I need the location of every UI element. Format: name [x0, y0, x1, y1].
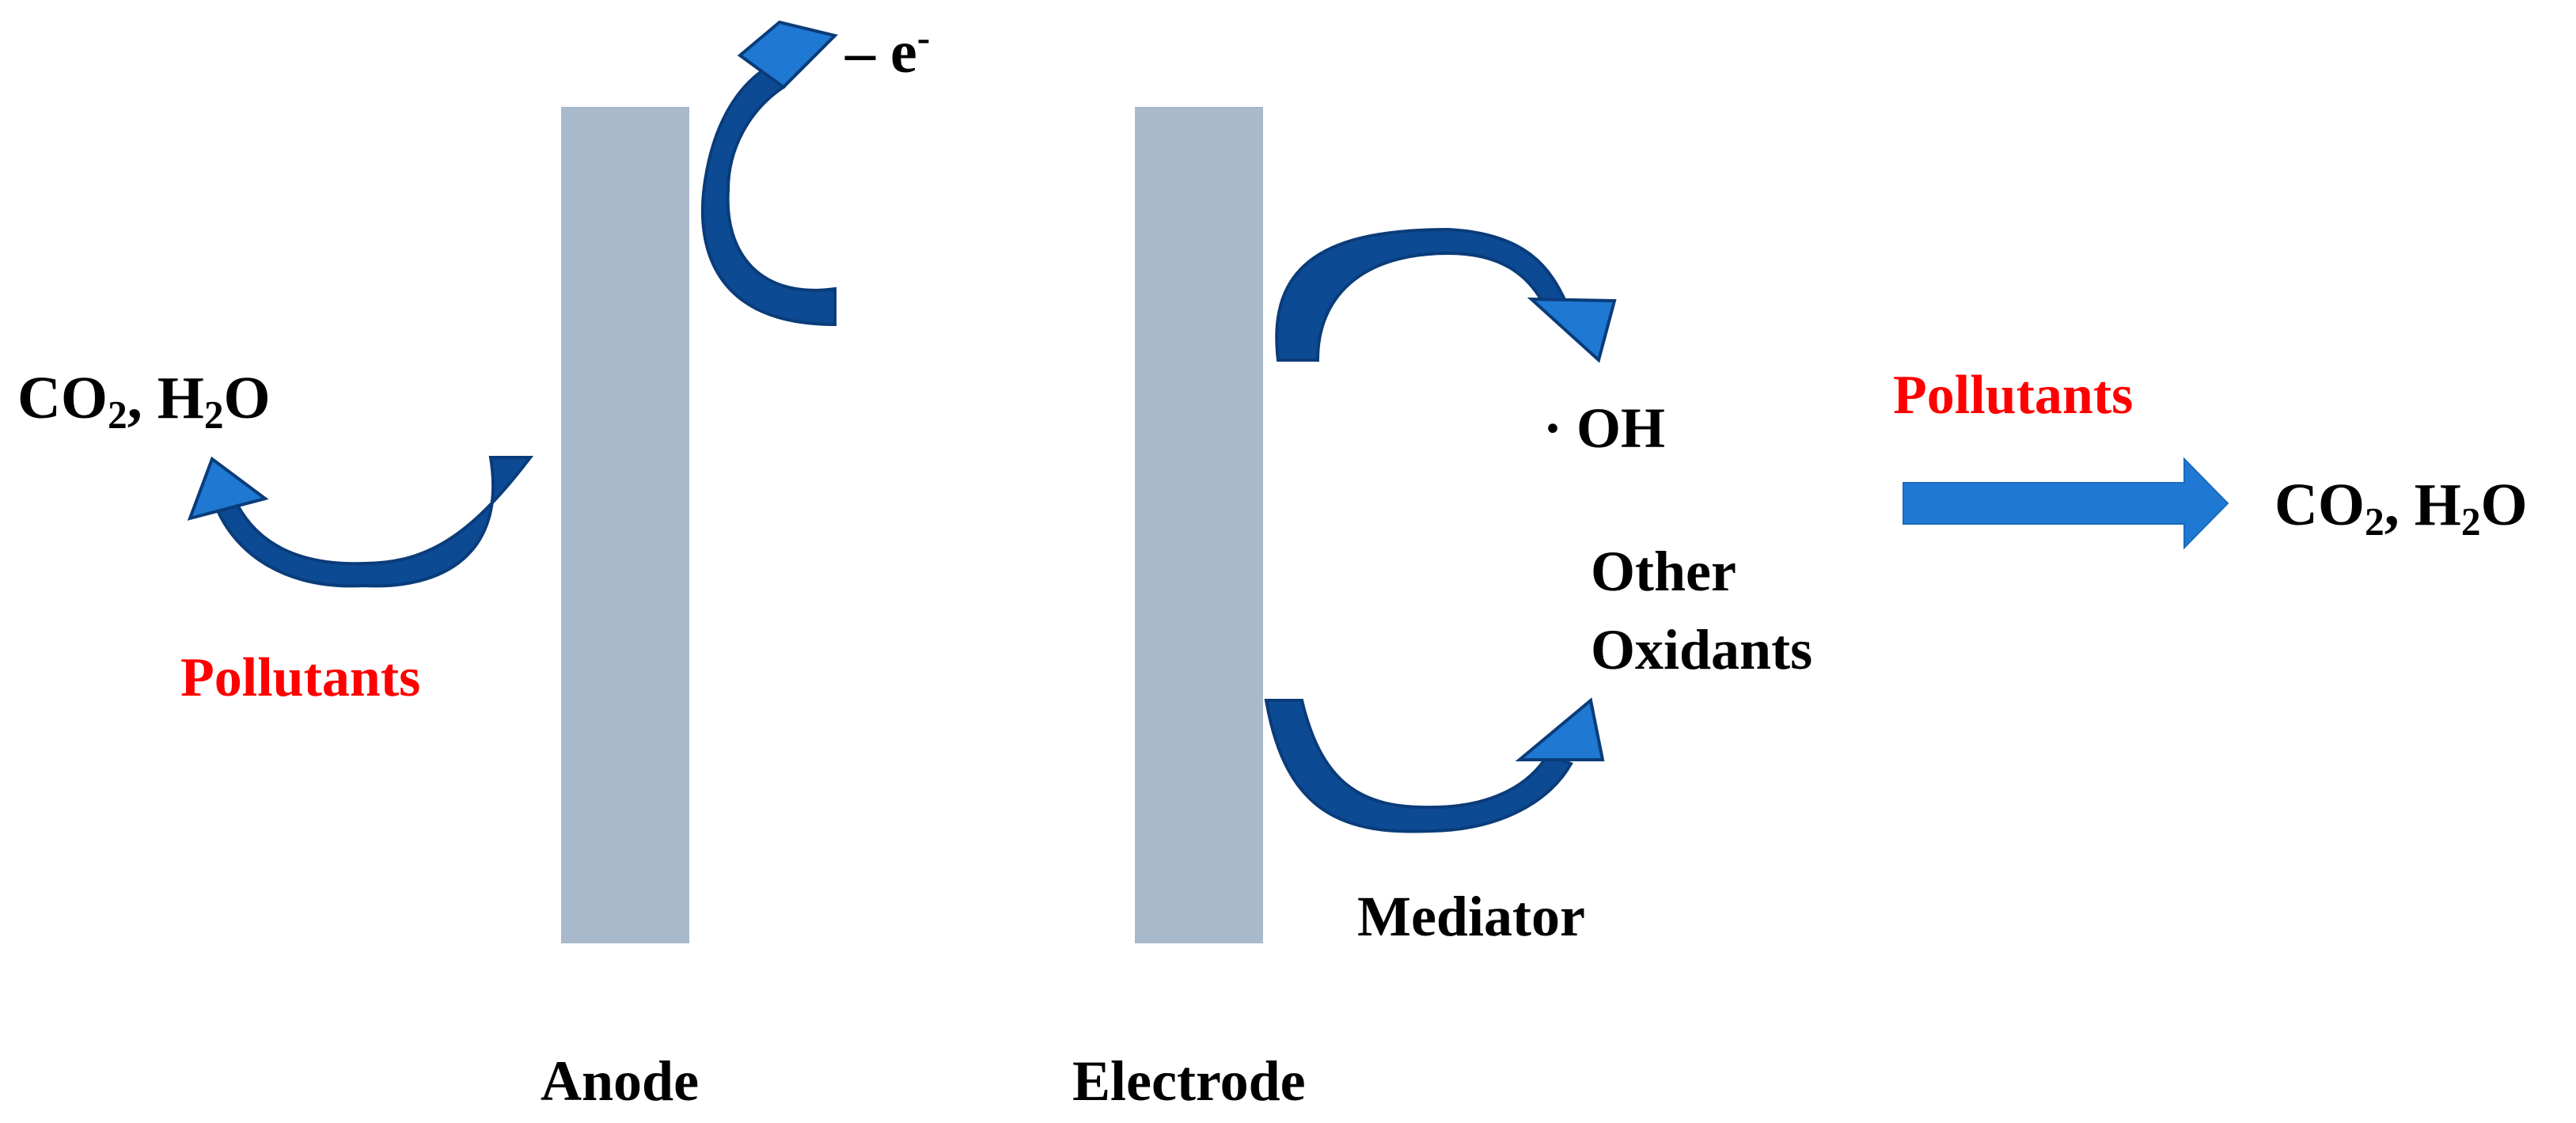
right-products: CO2, H2O [2274, 472, 2528, 544]
hydroxyl-curved-arrow-icon [1275, 227, 1617, 363]
other-oxidants-label: Other Oxidants [1591, 533, 1812, 690]
anode-plate [561, 107, 689, 943]
anode-label: Anode [541, 1049, 700, 1113]
mediator-curved-arrow-icon [1264, 697, 1605, 833]
other-oxidants-line1: Other [1591, 540, 1736, 603]
right-arrow-icon [1903, 457, 2229, 550]
hydroxyl-label: · OH [1543, 396, 1666, 460]
left-pollutants-label: Pollutants [180, 647, 421, 708]
mediator-label: Mediator [1357, 885, 1585, 948]
other-oxidants-line2: Oxidants [1591, 618, 1813, 682]
electrode-label: Electrode [1072, 1049, 1306, 1113]
right-pollutants-label: Pollutants [1893, 365, 2134, 426]
left-products: CO2, H2O [17, 365, 271, 437]
electrode-plate [1135, 107, 1263, 943]
left-curved-arrow-icon [187, 456, 534, 588]
electron-curved-arrow-icon [700, 20, 838, 327]
electron-label: – e- [845, 15, 931, 85]
